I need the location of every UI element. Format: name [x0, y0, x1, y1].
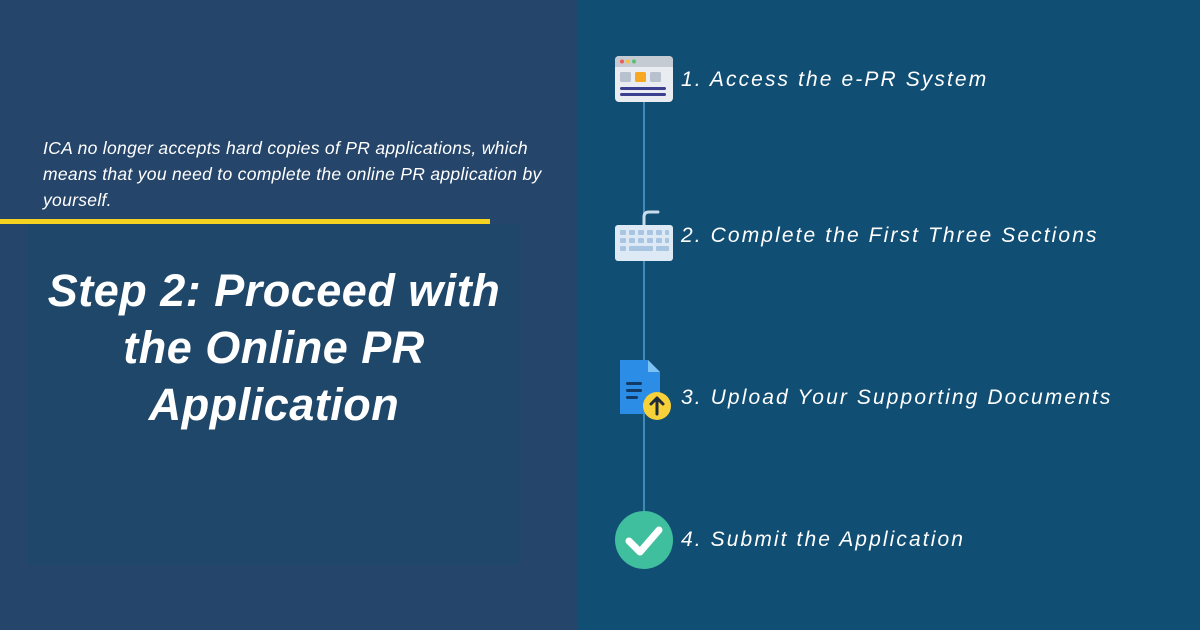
intro-text: ICA no longer accepts hard copies of PR … — [43, 138, 542, 210]
document-upload-icon — [612, 358, 676, 422]
page-title: Step 2: Proceed with the Online PR Appli… — [47, 265, 501, 430]
timeline-connector — [643, 100, 645, 520]
step-3-label: 3. Upload Your Supporting Documents — [681, 386, 1113, 409]
step-4-label: 4. Submit the Application — [681, 528, 966, 551]
checkmark-circle-icon — [612, 508, 676, 572]
keyboard-icon — [612, 205, 676, 269]
accent-divider — [0, 219, 490, 224]
step-1-label: 1. Access the e-PR System — [681, 68, 989, 91]
title-box: Step 2: Proceed with the Online PR Appli… — [28, 224, 520, 565]
step-2-label: 2. Complete the First Three Sections — [681, 224, 1099, 247]
browser-window-icon — [612, 48, 676, 112]
right-panel — [577, 0, 1200, 630]
